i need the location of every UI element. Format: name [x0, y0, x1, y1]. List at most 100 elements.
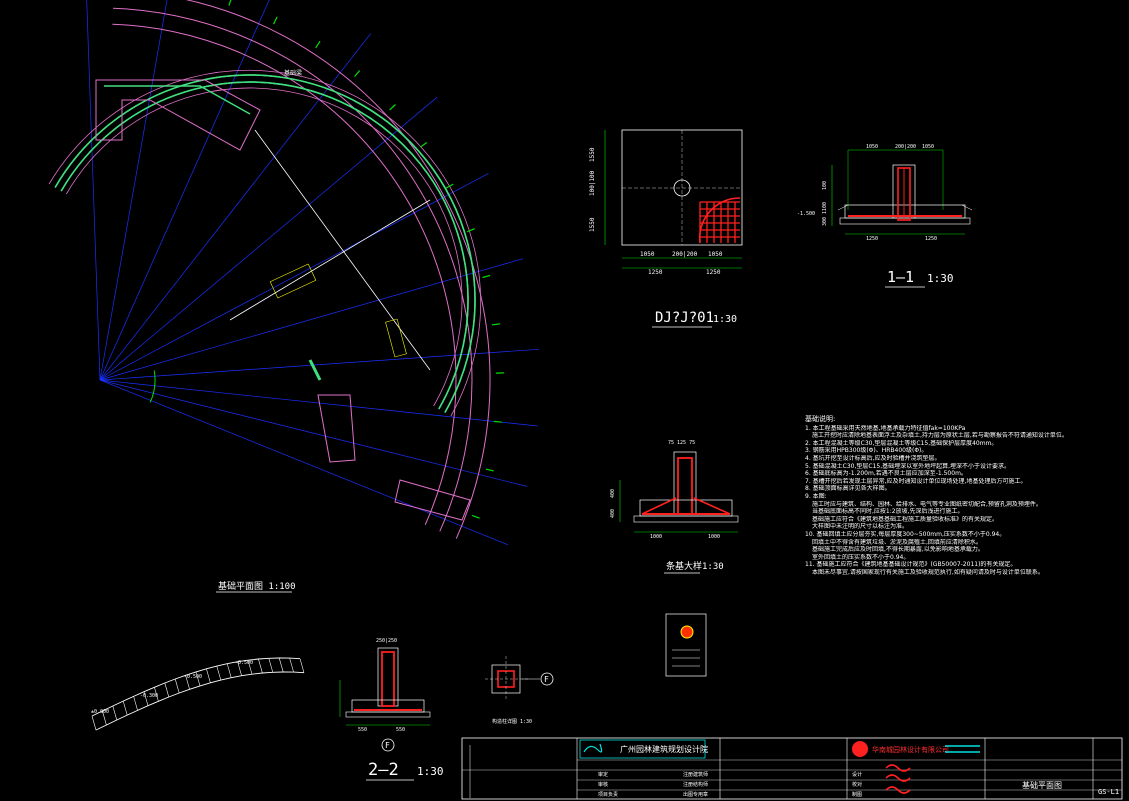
strip-dim-top: 75 125 75 [668, 440, 695, 446]
arc-elev-3: -0.500 [184, 674, 202, 680]
note-line-13: 基础施工应符合《建筑地基基础工程施工质量验收标准》的有关规定。 [812, 515, 999, 523]
axis-line [99, 0, 168, 381]
institute-name: 广州园林建筑规划设计院 [620, 744, 708, 754]
note-line-14: 大样图中未注明的尺寸以标注为准。 [812, 523, 909, 531]
s11-dim-left-3: 300 [822, 217, 828, 226]
arc-wall-step [133, 696, 138, 711]
dj-dim-bottom-1: 1050 [640, 251, 655, 258]
dim-tick [493, 420, 502, 423]
arc-wall-step [206, 668, 211, 683]
note-line-9: 8. 基础顶面标高详见各大样图。 [805, 485, 891, 493]
note-line-4: 3. 钢筋采用HPB300级(Φ)、HRB400级(Φ)。 [805, 447, 928, 455]
title-block: 广州园林建筑规划设计院 华南城园林设计有限公司 基础平面图 GS-L1 审定 审… [461, 737, 1123, 800]
arc-wall-step [278, 657, 284, 673]
note-line-20: 本图未尽事宜,请按国家现行有关施工及验收规范执行,如有疑问请及时与设计单位联系。 [812, 568, 1044, 576]
s22-dim-top: 250|250 [376, 638, 397, 644]
tb-stamp-2: 注册结构师 [683, 781, 708, 788]
s11-elevation: -1.500 [797, 211, 815, 217]
arc-wall-step [195, 671, 201, 686]
dj-dim-left-3: 1550 [589, 217, 596, 232]
note-line-8: 7. 基槽开挖后若发现土层异常,应及时通知设计单位现场处理,地基处理后方可施工。 [805, 477, 1027, 485]
arc-wall-step [164, 682, 170, 698]
note-line-12: 当基础底面标高不同时,应按1:2放坡,先深后浅进行施工。 [812, 508, 964, 516]
dj-dim-bottom-4: 1250 [648, 269, 663, 276]
dim-tick [471, 514, 480, 519]
arc-wall-step [102, 710, 107, 726]
signature-marks [885, 764, 911, 794]
note-line-16: 回填土中不得含有建筑垃圾、淤泥及腐殖土,回填前应清除积水。 [812, 538, 982, 546]
dim-tick [466, 228, 475, 233]
dim-tick [354, 70, 361, 77]
axis-line [99, 379, 527, 487]
dim-tick [273, 16, 278, 25]
wing-outline [95, 79, 261, 151]
tb-stamp-1: 注册建筑师 [683, 771, 708, 778]
rebar-arc [698, 197, 741, 244]
arc-wall-step [143, 691, 149, 706]
dim-tick [420, 142, 428, 148]
dj-rebar-quarter [698, 197, 741, 244]
tb-row-5: 校对 [852, 781, 862, 788]
s11-dim-left-2: 1100 [822, 202, 828, 214]
dim-tick [482, 274, 491, 279]
outer-boundary [112, 23, 457, 526]
wall-line [54, 74, 476, 413]
arc-wall-step [174, 678, 180, 694]
arc-wall-step [289, 658, 294, 673]
origin-dim-arc [149, 370, 156, 403]
arc-wall-bottom [95, 671, 305, 731]
arc-wall-detail [91, 657, 305, 731]
axis-line [86, 0, 101, 381]
strip-dim-bottom-1: 1000 [650, 534, 662, 540]
wall-line [60, 81, 469, 410]
note-line-10: 9. 本图: [805, 492, 827, 500]
foundation-plan-title: 基础平面图 1:100 [218, 580, 296, 592]
arc-wall-step [185, 675, 190, 690]
section-1-1-scale: 1:30 [927, 272, 954, 285]
section-1-1: 1050 200|200 1050 -1.500 100 1100 300 12… [797, 144, 973, 288]
note-line-17: 基础施工完成后应及时回填,不得长期暴露,以免影响地基承载力。 [812, 546, 984, 554]
institute-logo-icon [583, 743, 603, 753]
tb-row-6: 制图 [852, 791, 862, 798]
chord-line [254, 129, 431, 371]
arc-wall-step [216, 666, 222, 681]
yellow-tag [269, 263, 317, 299]
note-line-19: 11. 基础施工应符合《建筑地基基础设计规范》(GB50007-2011)的有关… [805, 561, 1017, 569]
arc-wall-step [226, 663, 232, 678]
column-detail-label: F [544, 675, 549, 684]
note-line-5: 4. 基坑开挖至设计标高后,应及时验槽并浇筑垫层。 [805, 454, 941, 462]
tb-row-3: 项目负责 [598, 791, 618, 798]
strip-title: 条基大样 [666, 560, 702, 572]
notes-heading: 基础说明: [805, 415, 836, 423]
leader-label: 基础梁 [284, 69, 302, 77]
strip-dim-left-1: 400 [610, 489, 616, 498]
dj-dim-bottom-5: 1250 [706, 269, 721, 276]
yellow-tag [385, 318, 407, 358]
foundation-plan [48, 0, 539, 546]
company-logo-icon [852, 741, 868, 757]
outer-boundary [112, 7, 473, 532]
s11-dim-top-3: 1050 [922, 144, 934, 150]
arc-elev-1: ±0.000 [91, 709, 109, 715]
strip-detail: 75 125 75 400 400 1000 1000 条基大样 1:30 [610, 440, 739, 574]
axis-line [99, 96, 438, 381]
note-line-7: 6. 基础底标高为-1.200m,若遇不良土层应加深至-1.500m。 [805, 470, 967, 478]
s11-dim-bottom-1: 1250 [866, 236, 878, 242]
protrusion-outline [394, 479, 471, 521]
dim-tick [485, 468, 494, 472]
inner-boundary [48, 69, 482, 417]
dj-scale: 1:30 [713, 314, 737, 325]
dj-dim-left-1: 1550 [589, 147, 596, 162]
strip-dim-bottom-2: 1000 [708, 534, 720, 540]
note-line-6: 5. 基础混凝土C30,垫层C15,基础埋深以室外地坪起算,埋深不小于设计要求。 [805, 462, 1011, 470]
strip-scale: 1:30 [702, 562, 724, 572]
arc-wall-step [258, 658, 263, 674]
arc-elev-4: -0.500 [235, 660, 253, 666]
chord-line [229, 199, 431, 321]
arc-wall-step [91, 715, 97, 731]
arc-wall-step [247, 660, 253, 675]
strip-dim-left-2: 400 [610, 509, 616, 518]
section-2-2: 250|250 550 550 F 2—2 1:30 [339, 638, 444, 781]
company-name: 华南城园林设计有限公司 [872, 745, 949, 754]
